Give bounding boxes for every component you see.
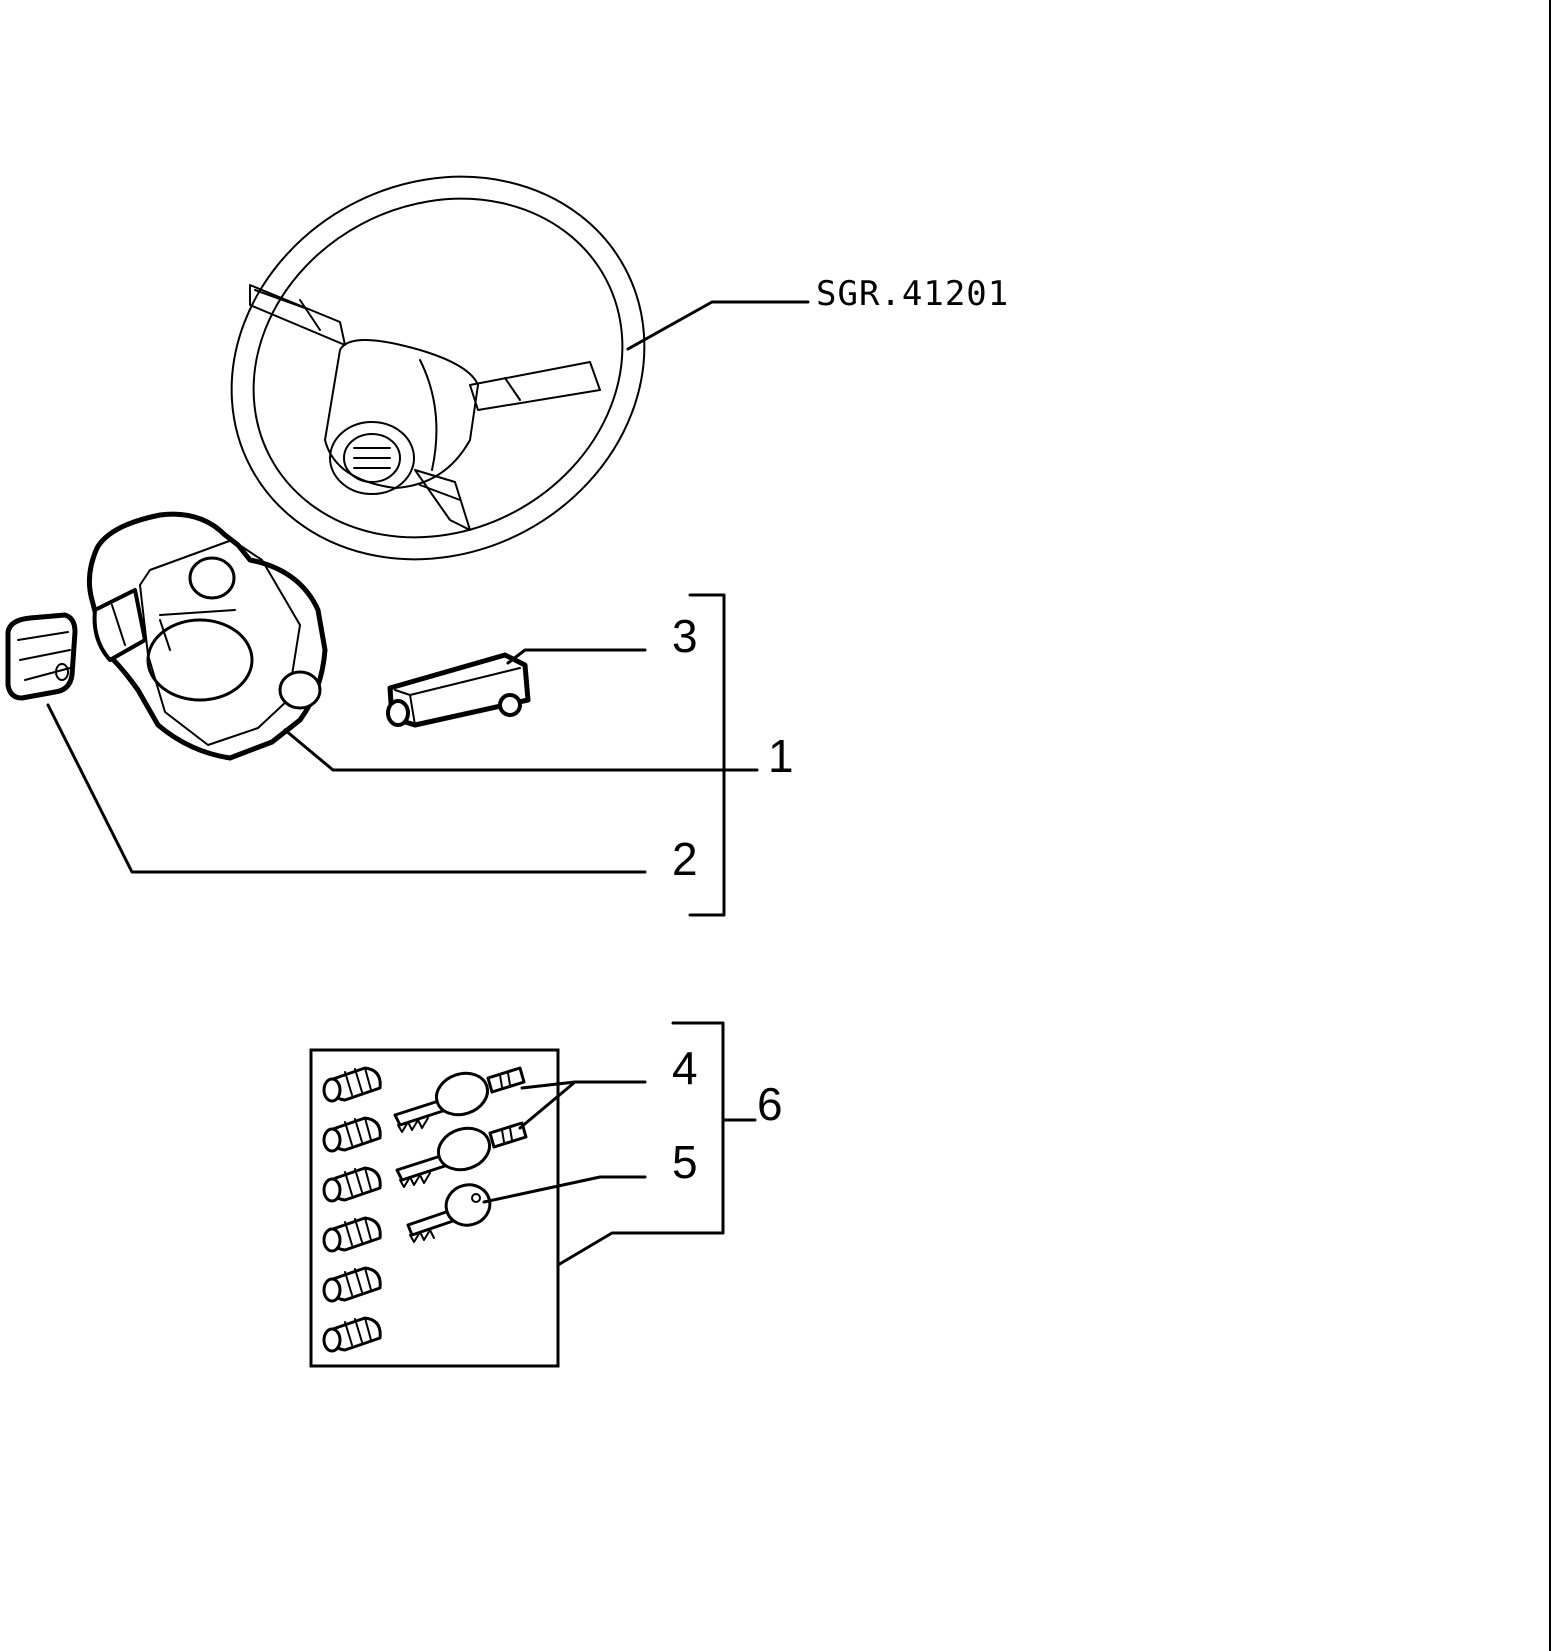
bracket-1 <box>688 593 726 917</box>
leader-1 <box>283 728 759 772</box>
callout-5: 5 <box>672 1136 698 1188</box>
leader-reference <box>626 300 810 351</box>
lock-barrel-drawing <box>5 612 78 701</box>
leader-4b <box>518 1080 577 1130</box>
leader-3 <box>506 648 647 665</box>
callout-4: 4 <box>672 1042 698 1094</box>
callout-2: 2 <box>672 833 698 885</box>
callout-6: 6 <box>757 1078 783 1130</box>
ignition-switch-drawing <box>386 652 531 728</box>
reference-code: SGR.41201 <box>816 274 1009 314</box>
keys-with-tags-drawing <box>393 1066 528 1188</box>
leader-4a <box>520 1080 647 1090</box>
bracket-6 <box>556 1021 725 1267</box>
callout-1: 1 <box>768 730 794 782</box>
leader-2 <box>46 703 647 874</box>
key-drawing <box>406 1183 492 1243</box>
steering-wheel-drawing <box>230 175 646 561</box>
leader-5 <box>482 1175 647 1204</box>
lock-cylinders-drawing <box>322 1066 382 1353</box>
lock-set-box <box>309 1048 560 1368</box>
callout-3: 3 <box>672 610 698 662</box>
steering-lock-body-drawing <box>86 511 328 761</box>
